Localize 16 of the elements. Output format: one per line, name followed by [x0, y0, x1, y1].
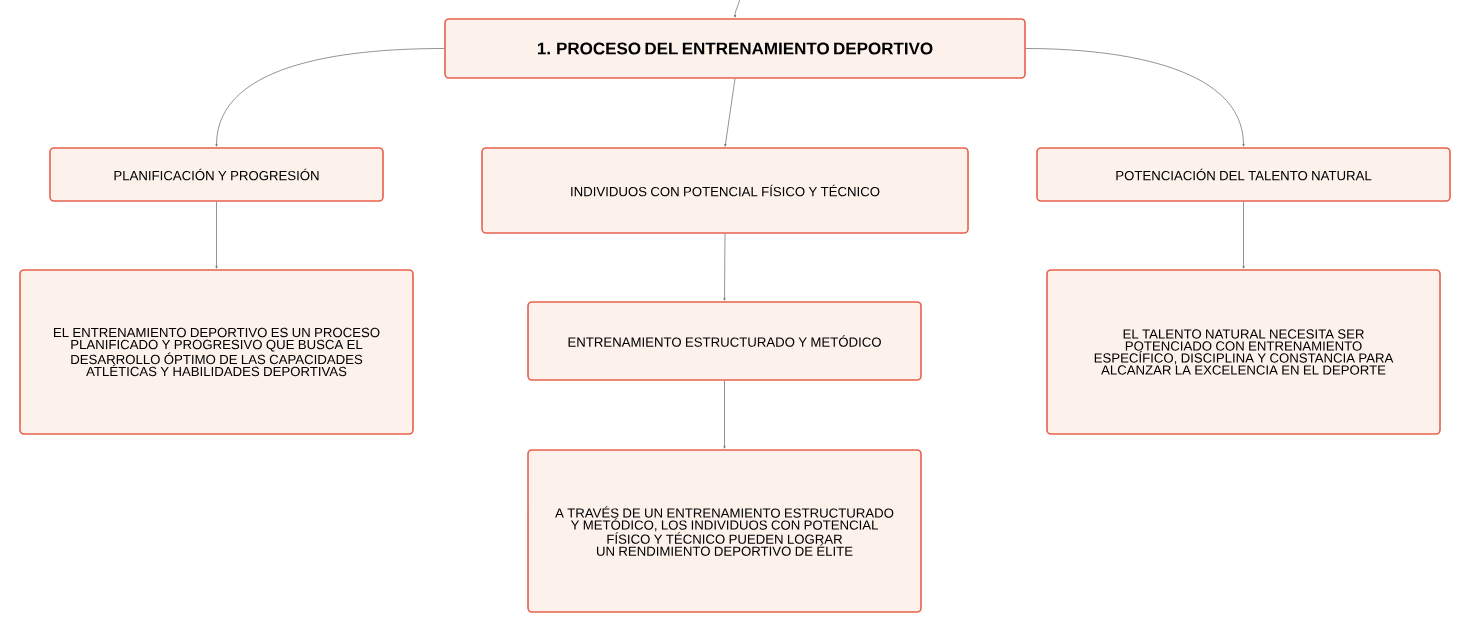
- topic-box: EL ENTRENAMIENTO DEPORTIVO ES UN PROCESO PLANIFICADO Y PROGRESIVO QUE BUSCA EL DESARROLLO ÓPTIMO DE LAS CAPACIDADES ATLÉTICAS Y HABILIDADES DEPORTIVAS: [19, 269, 414, 435]
- topic-box: INDIVIDUOS CON POTENCIAL FÍSICO Y TÉCNICO: [481, 147, 969, 234]
- arrow: [733, 0, 741, 18]
- arrow: [1242, 201, 1245, 269]
- title-box: 1. PROCESO DEL ENTRENAMIENTO DEPORTIVO: [444, 18, 1026, 79]
- arrow: [215, 201, 218, 269]
- arrow: [723, 233, 726, 301]
- topic-box: PLANIFICACIÓN Y PROGRESIÓN: [49, 147, 384, 202]
- topic-box: EL TALENTO NATURAL NECESITA SER POTENCIADO CON ENTRENAMIENTO ESPECÍFICO, DISCIPLINA Y CONSTANCIA PARA ALCANZAR LA EXCELENCIA EN EL DEPORTE: [1046, 269, 1441, 435]
- arrow: [724, 78, 736, 147]
- arrow: [1025, 48, 1245, 147]
- arrow: [723, 380, 726, 449]
- topic-box: A TRAVÉS DE UN ENTRENAMIENTO ESTRUCTURADO Y METÓDICO, LOS INDIVIDUOS CON POTENCIAL FÍSICO Y TÉCNICO PUEDEN LOGRAR UN RENDIMIENTO DEPORTIVO DE ÉLITE: [527, 449, 922, 613]
- arrow: [215, 48, 445, 147]
- topic-box: POTENCIACIÓN DEL TALENTO NATURAL: [1036, 147, 1451, 202]
- topic-box: ENTRENAMIENTO ESTRUCTURADO Y METÓDICO: [527, 301, 922, 381]
